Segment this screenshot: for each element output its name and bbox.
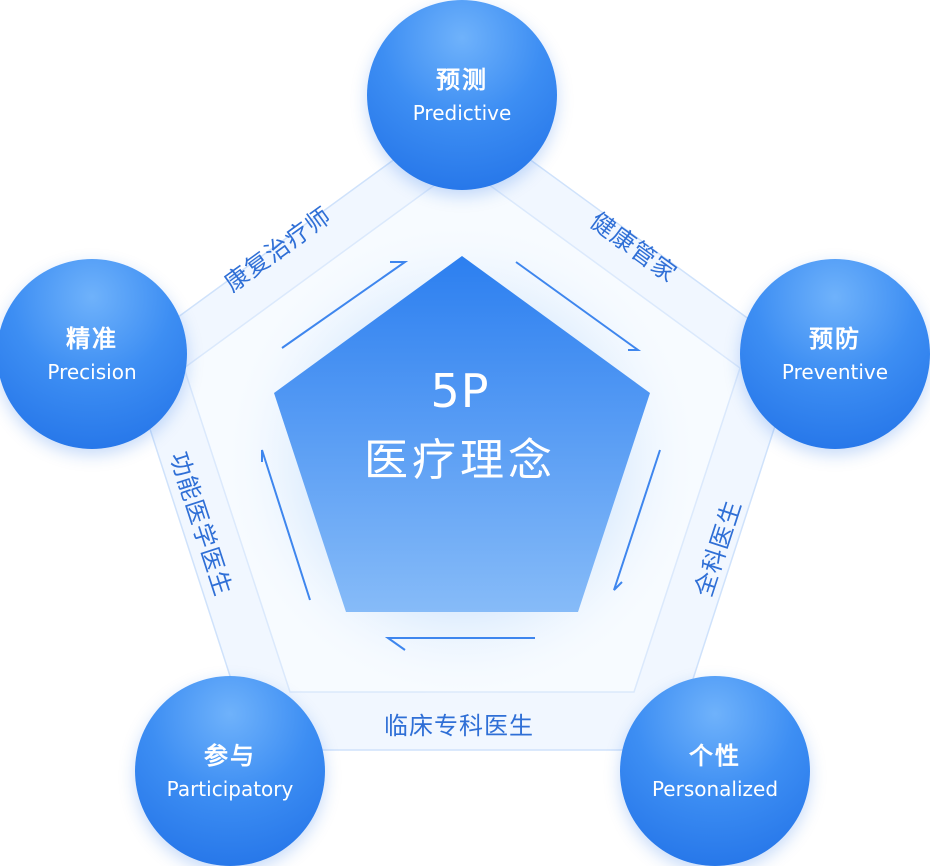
node-preventive: 预防 Preventive xyxy=(740,259,930,449)
node-predictive-en: Predictive xyxy=(412,101,512,125)
flow-arrow-bottom xyxy=(384,637,535,651)
node-participatory: 参与 Participatory xyxy=(135,676,325,866)
node-participatory-en: Participatory xyxy=(166,777,294,801)
node-personalized-en: Personalized xyxy=(651,777,779,801)
edge-label-bottom: 临床专科医生 xyxy=(384,712,534,740)
node-precision-zh: 精准 xyxy=(66,325,118,353)
node-predictive-zh: 预测 xyxy=(436,66,488,94)
node-personalized-zh: 个性 xyxy=(689,742,741,770)
flow-arrow-top-left xyxy=(281,261,409,349)
node-participatory-zh: 参与 xyxy=(204,742,256,770)
core-subtitle: 医疗理念 xyxy=(364,435,556,486)
node-preventive-zh: 预防 xyxy=(809,325,861,353)
core-pentagon xyxy=(274,256,650,612)
flow-arrow-left xyxy=(261,449,311,601)
node-predictive: 预测 Predictive xyxy=(367,0,557,190)
node-precision-en: Precision xyxy=(47,360,137,384)
flow-arrow-right xyxy=(613,449,661,591)
node-precision: 精准 Precision xyxy=(0,259,187,449)
flow-arrow-top-right xyxy=(515,261,642,351)
core-title: 5P xyxy=(430,364,490,418)
node-personalized: 个性 Personalized xyxy=(620,676,810,866)
node-preventive-en: Preventive xyxy=(781,360,889,384)
